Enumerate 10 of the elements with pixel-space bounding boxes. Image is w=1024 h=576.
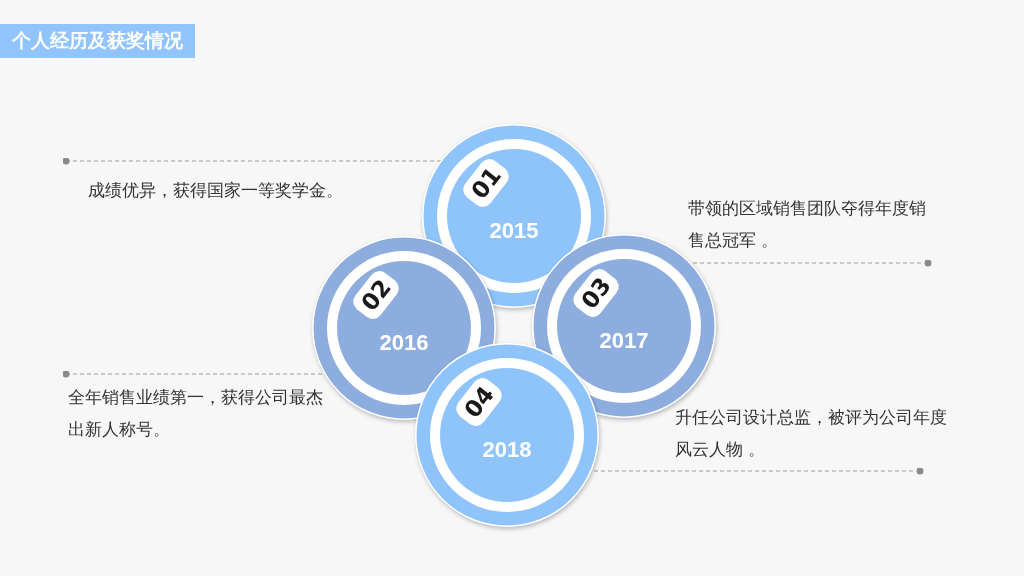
- description-text: 全年销售业绩第一，获得公司最杰出新人称号。: [68, 381, 328, 445]
- description-text: 升任公司设计总监，被评为公司年度风云人物 。: [675, 401, 952, 465]
- slide-title: 个人经历及获奖情况: [0, 24, 195, 58]
- year-label: 2015: [489, 218, 539, 244]
- year-label: 2016: [379, 330, 429, 356]
- leader-line: [62, 157, 442, 165]
- year-label: 2018: [482, 437, 532, 463]
- description-text: 带领的区域销售团队夺得年度销售总冠军 。: [688, 192, 931, 256]
- year-label: 2017: [599, 328, 649, 354]
- description-text: 成绩优异，获得国家一等奖学金。: [88, 174, 348, 206]
